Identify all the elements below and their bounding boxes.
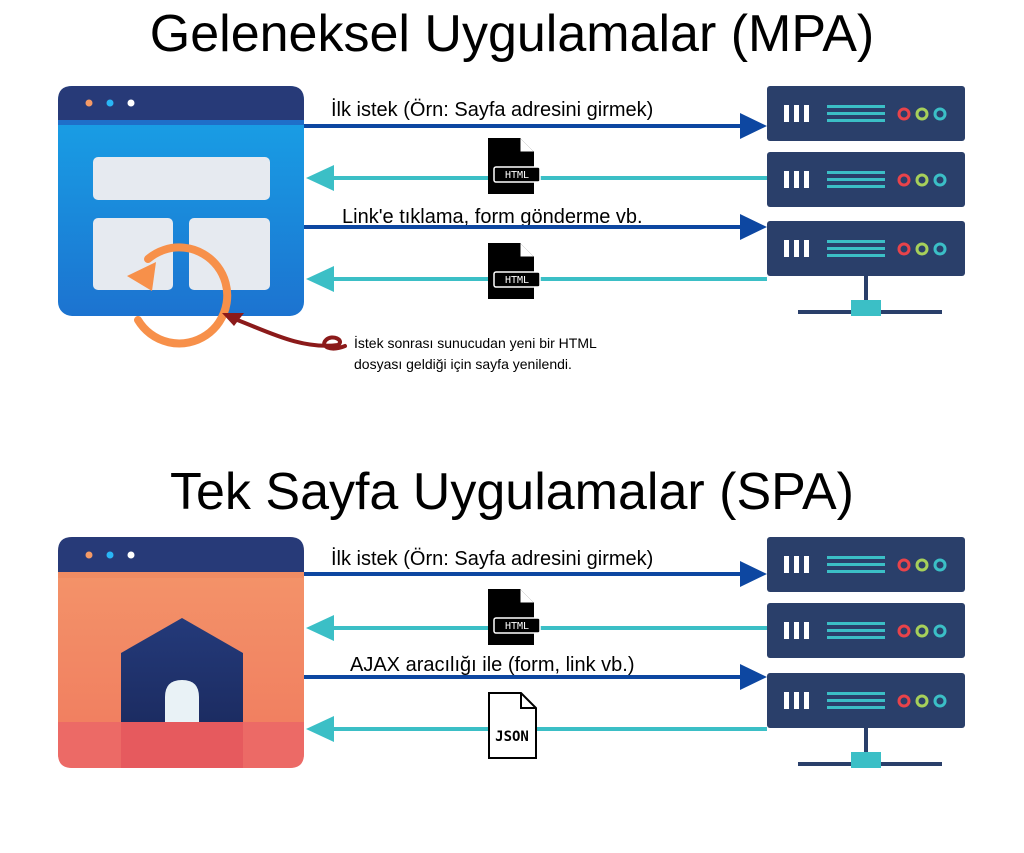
window-dot-icon bbox=[85, 99, 93, 107]
spa-request-label-2: AJAX aracılığı ile (form, link vb.) bbox=[350, 654, 635, 676]
spa-title: Tek Sayfa Uygulamalar (SPA) bbox=[170, 463, 854, 521]
spa-server-stack bbox=[765, 535, 967, 768]
mpa-response-arrow-1 bbox=[306, 165, 767, 191]
window-dot-icon bbox=[127, 99, 135, 107]
mpa-response-arrow-2 bbox=[306, 266, 767, 292]
mpa-request-label-2: Link'e tıklama, form gönderme vb. bbox=[342, 206, 643, 228]
json-file-icon: JSON bbox=[488, 692, 537, 759]
refresh-icon bbox=[127, 243, 232, 348]
spa-response-arrow-2 bbox=[306, 716, 767, 742]
html-file-icon: HTML bbox=[487, 137, 541, 195]
spa-request-arrow-2 bbox=[304, 664, 767, 690]
html-file-icon: HTML bbox=[487, 588, 541, 646]
html-file-icon: HTML bbox=[487, 242, 541, 300]
mpa-request-arrow-1 bbox=[304, 113, 767, 139]
spa-request-label-1: İlk istek (Örn: Sayfa adresini girmek) bbox=[331, 548, 654, 570]
spa-response-arrow-1 bbox=[306, 615, 767, 641]
mpa-title: Geleneksel Uygulamalar (MPA) bbox=[149, 5, 875, 63]
page-refresh-note: İstek sonrası sunucudan yeni bir HTML do… bbox=[354, 335, 597, 372]
window-dot-icon bbox=[106, 551, 114, 559]
svg-text:HTML: HTML bbox=[505, 621, 529, 632]
home-icon bbox=[121, 618, 243, 722]
mpa-server-stack bbox=[765, 84, 967, 316]
mpa-browser-window bbox=[58, 86, 304, 316]
svg-text:JSON: JSON bbox=[495, 729, 529, 745]
window-dot-icon bbox=[106, 99, 114, 107]
mpa-request-label-1: İlk istek (Örn: Sayfa adresini girmek) bbox=[331, 99, 654, 121]
window-dot-icon bbox=[85, 551, 93, 559]
spa-request-arrow-1 bbox=[304, 561, 767, 587]
svg-text:HTML: HTML bbox=[505, 275, 529, 286]
note-pointer-arrow bbox=[222, 313, 347, 351]
mpa-request-arrow-2 bbox=[304, 214, 767, 240]
window-dot-icon bbox=[127, 551, 135, 559]
svg-text:HTML: HTML bbox=[505, 170, 529, 181]
